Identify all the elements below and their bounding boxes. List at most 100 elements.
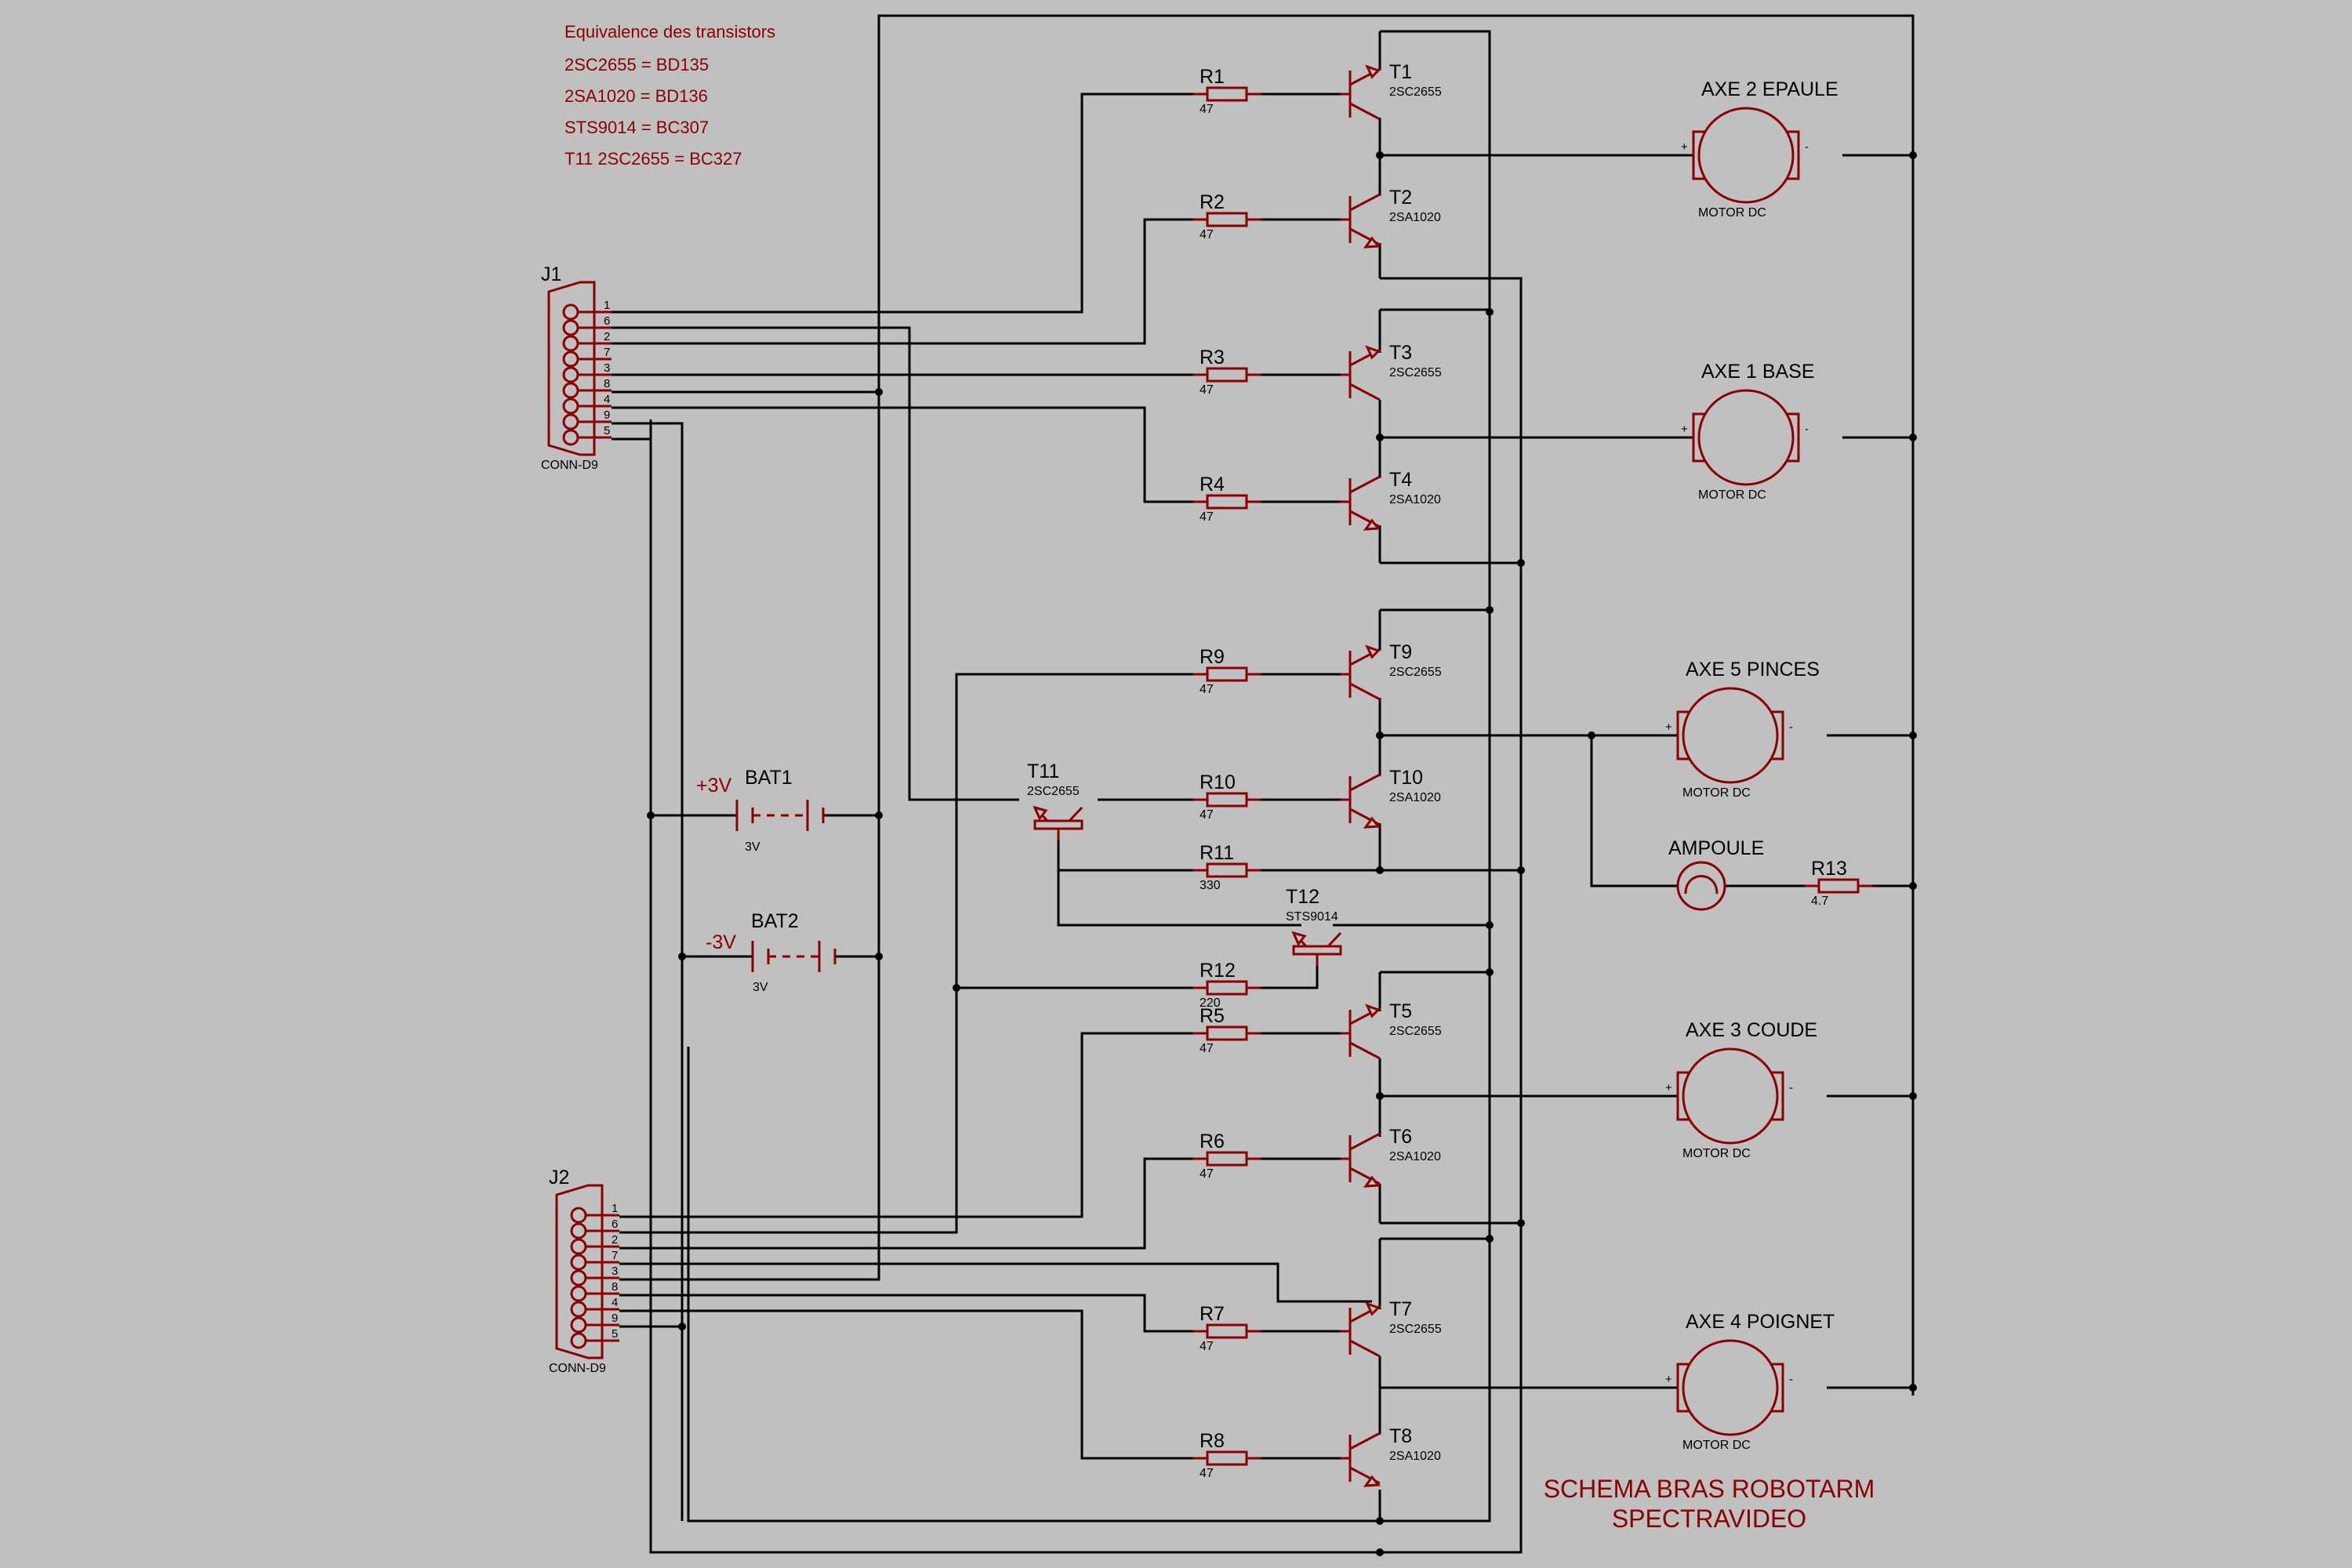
bat1-value: 3V [745,840,760,854]
battery-bat1: BAT1 +3V 3V [696,767,825,854]
motor-type: MOTOR DC [1698,488,1766,502]
connector-pin: 6 [604,314,610,328]
resistor-value: 47 [1200,683,1214,696]
connector-pin: 8 [604,377,610,390]
transistor-ref: T3 [1389,342,1412,364]
notes-line: T11 2SC2655 = BC327 [564,149,742,169]
svg-text:-: - [1789,720,1793,734]
motor-name: AXE 1 BASE [1701,361,1815,383]
title-line-1: SCHEMA BRAS ROBOTARM [1544,1475,1875,1503]
resistor-ref: R6 [1200,1131,1225,1152]
transistor-part: 2SA1020 [1389,1150,1441,1163]
resistor-ref: R2 [1200,191,1225,213]
connector-pin: 8 [612,1280,618,1294]
resistor-ref: R3 [1200,347,1225,368]
transistor-ref: T8 [1389,1425,1412,1447]
transistor-part: 2SC2655 [1027,785,1080,798]
resistor-value: 4.7 [1811,895,1828,908]
transistor-t4: T4 2SA1020 [1341,469,1441,531]
transistor-part: 2SC2655 [1389,85,1442,99]
motor-name: AXE 2 EPAULE [1701,78,1838,100]
transistor-ref: T7 [1389,1298,1412,1320]
connector-ref: J1 [541,263,561,285]
resistor-ref: R8 [1200,1430,1225,1452]
transistor-part: 2SC2655 [1389,366,1442,379]
transistor-t8: T8 2SA1020 [1341,1425,1441,1487]
resistor-r1: R1 47 [1193,66,1261,116]
resistor-value: 47 [1200,103,1214,116]
motor-name: AXE 3 COUDE [1686,1019,1817,1041]
resistor-value: 47 [1200,1467,1214,1480]
resistor-ref: R11 [1200,842,1234,864]
connector-pin: 2 [612,1233,618,1247]
bat2-ref: BAT2 [751,910,799,932]
lamp-label: AMPOULE [1668,837,1764,859]
svg-text:+: + [1665,1373,1672,1386]
resistor-ref: R10 [1200,771,1236,793]
notes-heading: Equivalence des transistors [564,22,775,42]
transistor-part: STS9014 [1286,910,1338,924]
resistor-value: 47 [1200,383,1214,397]
transistor-ref: T4 [1389,469,1412,491]
transistor-part: 2SA1020 [1389,1450,1441,1463]
resistor-value: 47 [1200,510,1214,524]
resistor-value: 47 [1200,1340,1214,1353]
transistor-part: 2SC2655 [1389,1025,1442,1038]
notes-line: 2SC2655 = BD135 [564,55,709,74]
svg-text:-: - [1805,423,1809,436]
resistor-r3: R3 47 [1193,347,1261,397]
resistor-value: 330 [1200,879,1221,892]
bat1-voltage: +3V [696,775,732,797]
resistor-value: 47 [1200,1167,1214,1181]
svg-text:+: + [1665,720,1672,734]
svg-text:+: + [1665,1081,1672,1094]
svg-text:-: - [1789,1081,1793,1094]
resistor-value: 220 [1200,996,1221,1010]
schematic-title: SCHEMA BRAS ROBOTARM SPECTRAVIDEO [1544,1475,1875,1533]
transistor-ref: T10 [1389,767,1423,789]
transistor-part: 2SA1020 [1389,493,1441,506]
connector-pin: 9 [612,1312,618,1325]
connector-type: CONN-D9 [541,459,598,472]
resistor-ref: R4 [1200,474,1225,495]
resistor-value: 47 [1200,1042,1214,1055]
resistor-ref: R1 [1200,66,1225,88]
motor-type: MOTOR DC [1682,1439,1751,1452]
connector-type: CONN-D9 [549,1362,606,1375]
resistor-r13: R13 4.7 [1805,858,1872,908]
transistor-ref: T11 [1027,760,1059,782]
resistor-ref: R13 [1811,858,1847,880]
transistor-equivalence-notes: Equivalence des transistors 2SC2655 = BD… [564,22,775,169]
resistor-r11: R11 330 [1193,842,1261,892]
transistor-ref: T9 [1389,641,1412,663]
svg-text:-: - [1789,1373,1793,1386]
connector-pin: 7 [612,1249,618,1262]
connector-pin: 6 [612,1218,618,1231]
transistor-ref: T2 [1389,187,1412,209]
junction-dots [647,151,1917,1556]
transistor-t3: T3 2SC2655 [1341,342,1442,401]
battery-bat2: BAT2 -3V 3V [706,910,837,994]
transistor-ref: T6 [1389,1126,1412,1148]
connector-pin: 5 [612,1327,618,1341]
connector-ref: J2 [549,1167,569,1189]
connector-pin: 4 [612,1296,618,1309]
